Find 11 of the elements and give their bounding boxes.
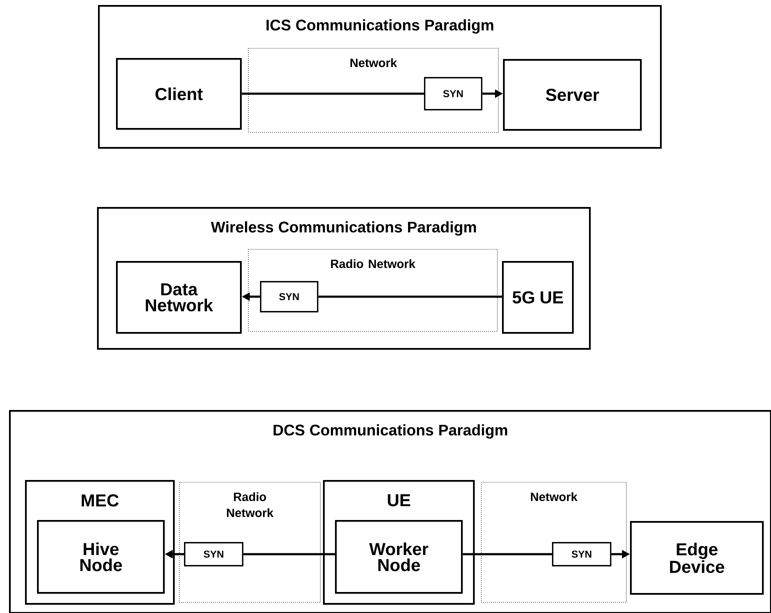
- node-box: Edge Device: [630, 521, 764, 595]
- syn-tag: SYN: [184, 542, 244, 566]
- syn-tag: SYN: [260, 281, 318, 312]
- node-box: 5G UE: [502, 261, 574, 334]
- syn-tag: SYN: [552, 542, 612, 566]
- syn-tag: SYN: [424, 77, 482, 110]
- node-box: Data Network: [116, 261, 242, 334]
- node-box: Server: [503, 59, 642, 131]
- node-box: Hive Node: [37, 520, 165, 594]
- node-box: Worker Node: [335, 520, 463, 594]
- node-box: Client: [116, 58, 242, 130]
